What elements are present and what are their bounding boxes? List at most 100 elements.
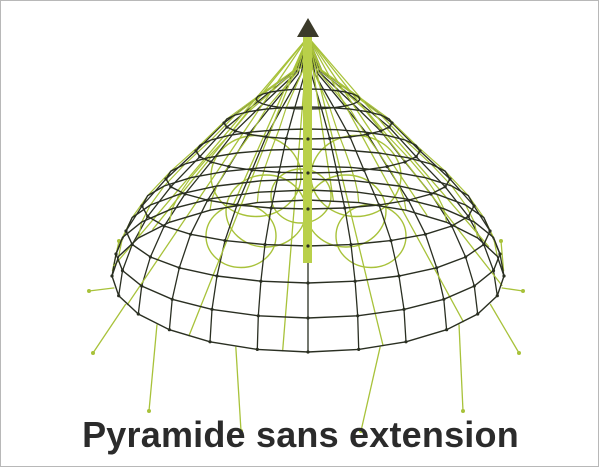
rope-knot: [140, 204, 144, 208]
rope-knot: [247, 132, 251, 136]
rope-knot: [210, 307, 214, 311]
rope-knot: [402, 307, 406, 311]
rope-knot: [124, 229, 128, 233]
rope-knot: [233, 129, 237, 133]
rope-knot: [146, 214, 150, 218]
frame-rope: [113, 36, 309, 267]
rope-knot: [472, 284, 476, 288]
rope-knot: [189, 232, 193, 236]
rope-knot: [502, 274, 506, 278]
net-radial-rope: [256, 36, 309, 350]
guy-rope: [501, 287, 524, 292]
net-radial-rope: [307, 36, 407, 342]
rope-knot: [448, 177, 452, 181]
rope-knot: [269, 206, 273, 210]
rope-knot: [140, 284, 144, 288]
rope-knot: [349, 243, 353, 247]
rope-knot: [194, 149, 198, 153]
rope-knot: [397, 274, 401, 278]
rope-knot: [335, 170, 339, 174]
rope-knot: [250, 168, 254, 172]
ground-anchor: [91, 351, 95, 355]
net-radial-ropes: [111, 36, 505, 352]
guy-rope: [88, 287, 115, 292]
ground-anchor: [499, 239, 503, 243]
mast-cap: [297, 18, 319, 37]
rope-knot: [306, 244, 310, 248]
frame-rope: [307, 36, 465, 323]
rope-knot: [206, 198, 210, 202]
frame-rope: [126, 36, 309, 306]
rope-knot: [445, 328, 449, 332]
ground-anchor: [359, 429, 363, 433]
rope-knot: [491, 269, 496, 273]
central-mast: [297, 18, 319, 263]
rope-knot: [162, 224, 166, 228]
rope-knot: [110, 274, 114, 278]
guy-rope: [500, 240, 505, 272]
rope-knot: [306, 316, 310, 320]
rope-knot: [306, 171, 310, 175]
rope-knot: [264, 135, 268, 139]
guy-rope: [92, 303, 127, 354]
rope-knot: [208, 340, 212, 344]
rope-knot: [223, 239, 227, 243]
rope-knot: [389, 239, 393, 243]
rope-knot: [472, 204, 476, 208]
frame-rope: [151, 36, 309, 231]
product-caption: Pyramide sans extension: [82, 414, 519, 455]
rope-knot: [277, 170, 281, 174]
rope-knot: [198, 155, 202, 159]
rope-knot: [482, 242, 486, 247]
rope-knot: [488, 229, 492, 233]
rope-knot: [148, 255, 152, 259]
rope-knot: [225, 125, 229, 129]
net-radial-rope: [307, 36, 407, 211]
guy-rope: [148, 324, 158, 412]
net-radial-rope: [256, 36, 309, 203]
guy-rope: [360, 346, 381, 432]
ground-anchor: [517, 351, 521, 355]
rope-knot: [403, 160, 407, 164]
rope-knot: [117, 294, 121, 298]
frame-rope: [232, 36, 309, 207]
rope-knot: [476, 312, 480, 316]
rope-knot: [379, 129, 383, 133]
rope-knot: [348, 135, 352, 139]
rope-knot: [404, 340, 408, 344]
rope-knot: [259, 279, 263, 283]
rope-knot: [227, 165, 231, 169]
rope-knot: [466, 214, 470, 218]
rope-knot: [356, 314, 360, 318]
rope-knot: [353, 279, 357, 283]
rope-knot: [306, 137, 310, 141]
rope-knot: [443, 185, 447, 189]
rope-knot: [256, 314, 260, 318]
rope-knot: [450, 224, 454, 228]
rope-knot: [362, 168, 366, 172]
inner-net-loop: [270, 168, 332, 224]
rope-knot: [306, 207, 310, 211]
rope-knot: [235, 203, 239, 207]
guy-rope: [489, 303, 520, 354]
rope-knot: [495, 294, 499, 298]
rope-knot: [130, 242, 134, 247]
rope-knot: [498, 252, 502, 256]
frame-rope: [307, 36, 490, 248]
rope-knots: [110, 121, 506, 354]
ground-anchor: [239, 429, 243, 433]
rope-knot: [167, 328, 171, 332]
rope-knot: [429, 192, 433, 196]
rope-knot: [222, 121, 226, 125]
ground-anchor: [87, 289, 91, 293]
rope-knot: [414, 155, 418, 159]
rope-knot: [215, 274, 219, 278]
rope-knot: [164, 177, 168, 181]
frame-rope: [307, 36, 335, 201]
guy-rope: [458, 324, 464, 412]
rope-knot: [387, 125, 391, 129]
ground-anchor: [147, 409, 151, 413]
rope-knot: [284, 136, 288, 141]
